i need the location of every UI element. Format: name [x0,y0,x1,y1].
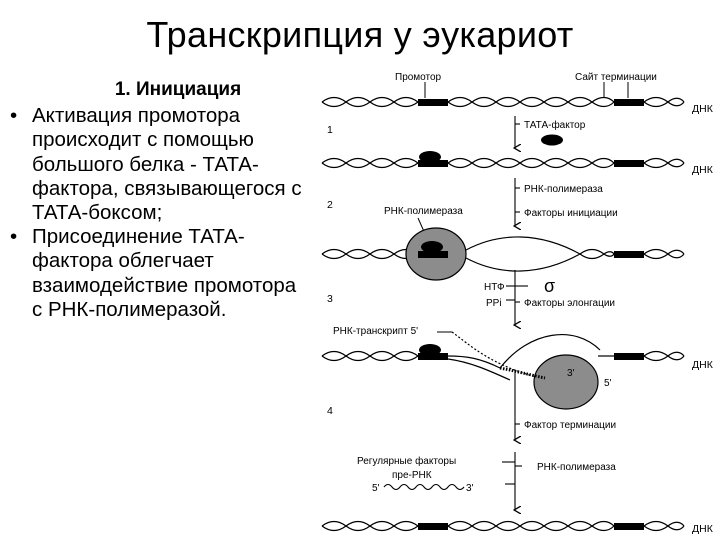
dna-row-4 [321,520,685,532]
step-number: 3 [327,293,333,305]
bullet-item: • Присоединение ТАТА-фактора облегчает в… [8,225,308,322]
label-five-prime: 5' [604,378,612,389]
label-termination-factor: Фактор терминации [524,420,616,431]
slide-title: Транскрипция у эукариот [146,14,574,55]
bullet-list: • Активация промотора происходит с помощ… [8,104,308,322]
bullet-marker: • [10,225,18,249]
label-initiation-factors: Факторы инициации [524,208,618,219]
termination-box [614,99,644,106]
step-number: 1 [327,124,333,136]
label-elongation-factors: Факторы элонгации [524,298,615,309]
label-dna-3: ДНК [692,359,714,371]
subheading: 1. Инициация [114,79,242,100]
promoter-box [418,99,448,106]
step-number: 2 [327,199,333,211]
dna-row-2 [321,227,685,281]
dna-row-0 [321,96,685,108]
label-pre-rna: пре-РНК [392,470,432,481]
label-pre-rna-3: 3' [466,483,474,494]
label-three-prime: 3' [567,368,575,379]
dna-row-1 [321,151,685,169]
label-dna-1: ДНК [692,103,714,115]
label-sigma: σ [544,276,555,296]
bullet-text: Присоединение ТАТА-фактора облегчает вза… [32,225,297,321]
label-promoter: Промотор [395,72,442,83]
label-rna-polymerase-left: РНК-полимераза [384,206,463,217]
bullet-item: • Активация промотора происходит с помощ… [8,104,308,225]
label-pre-rna-5: 5' [372,483,380,494]
label-termination-site: Сайт терминации [575,72,657,83]
pre-rna-strand [383,483,465,491]
label-dna-2: ДНК [692,164,714,176]
label-ntp: НТФ [484,282,505,293]
dna-row-3 [321,331,685,410]
step-number: 4 [327,405,333,417]
tata-factor-bound [419,151,441,163]
label-rna-polymerase: РНК-полимераза [524,184,603,195]
bullet-marker: • [10,104,18,128]
label-rna-transcript: РНК-транскрипт 5' [333,326,418,337]
label-tata-factor: ТАТА-фактор [524,119,586,131]
tata-factor-protein [541,134,563,146]
left-text-column: 1. Инициация • Активация промотора проис… [8,78,308,322]
bullet-text: Активация промотора происходит с помощью… [32,104,302,225]
rna-polymerase-elongation [533,354,599,410]
label-ppi: PPi [486,298,502,309]
label-dna-4: ДНК [692,523,714,535]
label-rna-polymerase-bottom: РНК-полимераза [537,462,616,473]
label-regulatory-factors: Регулярные факторы [357,455,456,467]
